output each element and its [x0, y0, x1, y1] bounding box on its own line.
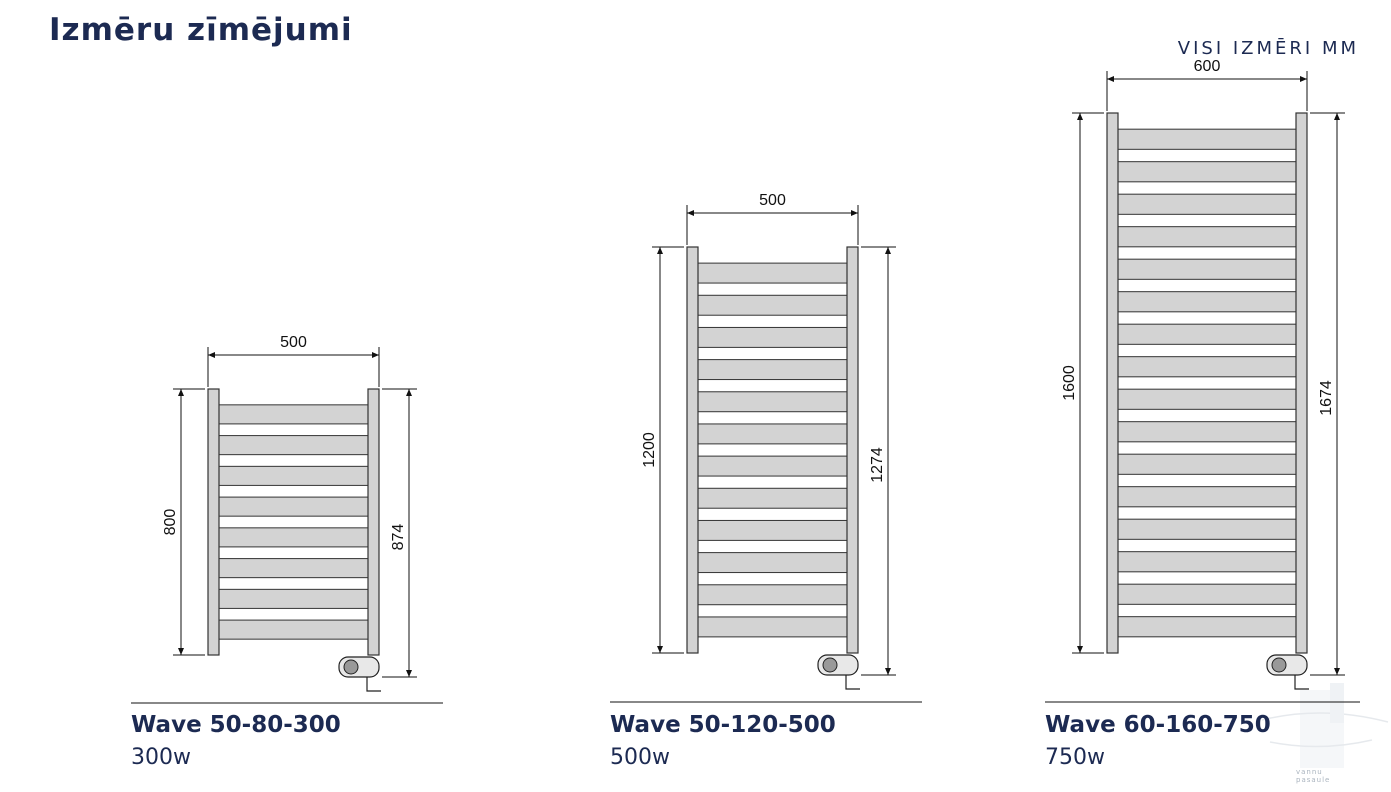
towel-bar — [697, 487, 848, 509]
total-height-dimension-label: 874 — [390, 524, 407, 551]
towel-bar — [1117, 128, 1297, 150]
towel-bar — [697, 584, 848, 606]
towel-bar — [1117, 193, 1297, 215]
height-dimension-label: 800 — [162, 509, 179, 536]
towel-bar — [1117, 518, 1297, 540]
heating-element-knob — [822, 657, 838, 673]
towel-bar — [1117, 616, 1297, 638]
width-dimension-label: 600 — [1194, 58, 1221, 75]
towel-bar — [1117, 486, 1297, 508]
height-dimension-label: 1600 — [1061, 365, 1078, 401]
towel-bar — [218, 435, 369, 456]
model-name: Wave 60-160-750 — [1045, 712, 1271, 738]
power-cable — [1294, 675, 1309, 690]
towel-bar — [218, 558, 369, 579]
towel-bar — [218, 465, 369, 486]
towel-bar — [697, 326, 848, 348]
towel-bar — [1117, 421, 1297, 443]
model-power: 300w — [131, 745, 191, 770]
towel-bar — [1117, 583, 1297, 605]
width-dimension-label: 500 — [280, 334, 307, 351]
left-rail — [207, 388, 220, 656]
towel-bar — [697, 519, 848, 541]
model-name: Wave 50-80-300 — [131, 712, 341, 738]
watermark-text: vannu pasaule — [1296, 768, 1331, 784]
towel-bar — [1117, 356, 1297, 378]
total-height-dimension-label: 1674 — [1318, 380, 1335, 416]
towel-bar — [1117, 323, 1297, 345]
right-rail — [367, 388, 380, 656]
towel-bar — [697, 616, 848, 638]
model-power: 500w — [610, 745, 670, 770]
towel-radiator-drawing: 500 800 874 — [131, 334, 443, 704]
left-rail — [686, 246, 699, 654]
right-rail — [846, 246, 859, 654]
towel-radiator-drawing: 500 1200 1274 — [610, 192, 922, 703]
towel-bar — [218, 619, 369, 640]
total-height-dimension-label: 1274 — [869, 447, 886, 483]
vannu-pasaule-logo — [1261, 683, 1389, 768]
towel-bar — [218, 588, 369, 609]
towel-bar — [697, 423, 848, 445]
towel-bar — [697, 262, 848, 284]
towel-bar — [1117, 453, 1297, 475]
width-dimension-label: 500 — [759, 192, 786, 209]
heating-element-knob — [343, 659, 359, 675]
towel-bar — [1117, 258, 1297, 280]
towel-bar — [1117, 161, 1297, 183]
model-power: 750w — [1045, 745, 1105, 770]
height-dimension-label: 1200 — [641, 432, 658, 468]
units-note: VISI IZMĒRI MM — [1177, 38, 1359, 59]
towel-bar — [1117, 551, 1297, 573]
towel-radiator-drawing: 600 1600 1674 — [1045, 58, 1360, 703]
page-title: Izmēru zīmējumi — [49, 12, 353, 48]
towel-bar — [218, 527, 369, 548]
towel-bar — [697, 391, 848, 413]
towel-bar — [697, 455, 848, 477]
power-cable — [845, 675, 860, 690]
towel-bar — [1117, 226, 1297, 248]
towel-bar — [1117, 388, 1297, 410]
towel-bar — [697, 359, 848, 381]
towel-bar — [697, 552, 848, 574]
towel-bar — [218, 496, 369, 517]
towel-bar — [1117, 291, 1297, 313]
model-name: Wave 50-120-500 — [610, 712, 836, 738]
heating-element-knob — [1271, 657, 1287, 673]
towel-bar — [697, 294, 848, 316]
towel-bar — [218, 404, 369, 425]
left-rail — [1106, 112, 1119, 654]
right-rail — [1295, 112, 1308, 654]
power-cable — [366, 677, 381, 692]
